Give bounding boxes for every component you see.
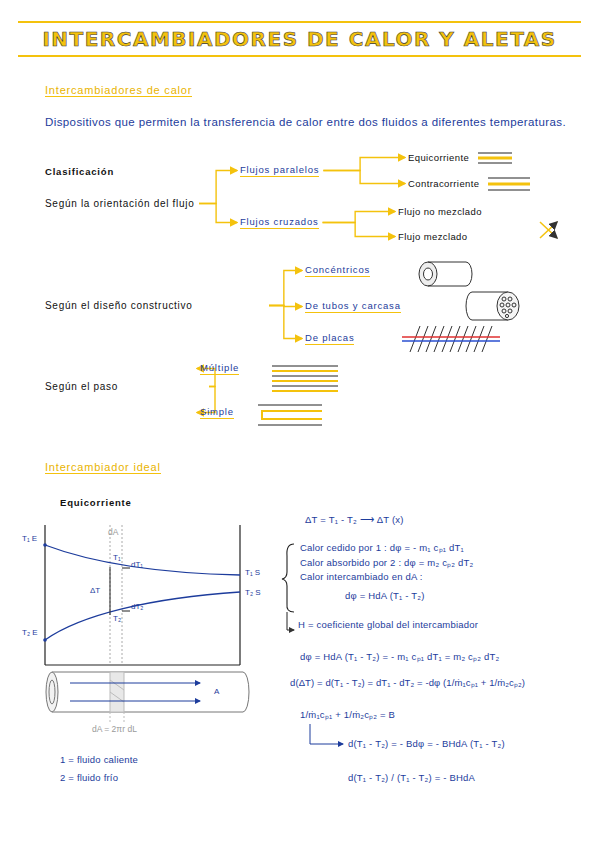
brace xyxy=(282,544,294,612)
counter-flow-icon xyxy=(488,178,530,190)
single-pass-icon xyxy=(258,405,322,425)
graph-label: T₂ S xyxy=(245,588,261,597)
equation: Calor absorbido por 2 : dφ = m₂ cₚ₂ dT₂ xyxy=(300,556,473,569)
title-rule xyxy=(18,21,581,23)
tree-node: Simple xyxy=(200,406,234,419)
node-text: Flujo no mezclado xyxy=(398,206,482,217)
graph-label: T₁ E xyxy=(22,534,37,543)
equation: dφ = HdA (T₁ - T₂) xyxy=(345,590,425,601)
tree-connector xyxy=(269,306,302,339)
definition-text: Dispositivos que permiten la transferenc… xyxy=(45,113,575,131)
equation: 1/ṁ₁cₚ₁ + 1/ṁ₂cₚ₂ = B xyxy=(300,708,395,721)
equation: ΔT = T₁ - T₂ ⟶ ΔT (x) xyxy=(305,514,404,525)
equation: d(T₁ - T₂) = - Bdφ = - BHdA (T₁ - T₂) xyxy=(348,738,505,749)
plate-icon xyxy=(402,326,500,352)
tree-node: Flujos cruzados xyxy=(240,216,319,229)
tree-connector xyxy=(199,171,237,204)
node-text: Equicorriente xyxy=(408,152,469,163)
tree-node: Múltiple xyxy=(200,362,239,375)
node-text: Simple xyxy=(200,406,234,417)
page-title: INTERCAMBIADORES DE CALOR Y ALETAS xyxy=(0,27,599,51)
multi-pass-icon xyxy=(272,366,338,391)
legend-note: 1 = fluido caliente xyxy=(60,754,138,765)
tree-connector xyxy=(323,212,395,223)
graph-label: dA xyxy=(108,527,118,537)
node-text: Flujo mezclado xyxy=(398,231,468,242)
node-text: Según la orientación del flujo xyxy=(45,196,195,211)
tree-node: Flujo mezclado xyxy=(398,231,468,242)
shell-tube-icon xyxy=(466,292,519,320)
tree-node: Según el diseño constructivo xyxy=(45,298,265,313)
tree-connector xyxy=(323,223,395,237)
section-heading: Intercambiadores de calor xyxy=(45,84,192,97)
equation: Calor intercambiado en dA : xyxy=(300,571,423,582)
title-rule xyxy=(18,55,581,57)
node-text: Múltiple xyxy=(200,362,239,373)
tree-node: Según la orientación del flujo xyxy=(45,196,195,211)
graph-label: T₂ xyxy=(113,614,121,623)
graph-label: T₁ xyxy=(113,553,121,562)
temperature-graph xyxy=(43,525,240,665)
tree-connector xyxy=(269,271,302,306)
node-text: Flujos paralelos xyxy=(240,164,319,175)
graph-label: T₂ E xyxy=(22,628,38,637)
part-label: A xyxy=(214,687,219,696)
equation: dφ = HdA (T₁ - T₂) = - m₁ cₚ₁ dT₁ = m₂ c… xyxy=(300,650,499,663)
tree-connector xyxy=(323,171,405,184)
equation: Calor cedido por 1 : dφ = - m₁ cₚ₁ dT₁ xyxy=(300,541,464,554)
tree-node: Flujos paralelos xyxy=(240,164,319,177)
legend-note: 2 = fluido frío xyxy=(60,772,118,783)
graph-label: dT₁ xyxy=(131,560,143,569)
tree-node: Según el paso xyxy=(45,379,205,394)
equation: d(ΔT) = d(T₁ - T₂) = dT₁ - dT₂ = -dφ (1/… xyxy=(290,676,590,689)
concentric-tube-icon xyxy=(419,262,472,286)
definition-note: H = coeficiente global del intercambiado… xyxy=(298,619,478,630)
graph-label: ΔT xyxy=(90,586,100,595)
subheading: Clasificación xyxy=(45,166,114,177)
tree-node: Flujo no mezclado xyxy=(398,206,482,217)
parallel-flow-icon xyxy=(478,153,512,163)
graph-label: dT₂ xyxy=(131,602,143,611)
dimension-note: dA = 2πr dL xyxy=(92,724,137,734)
node-text: De placas xyxy=(305,332,354,343)
pipe-illustration xyxy=(46,672,249,722)
tree-node: Concéntricos xyxy=(305,264,370,277)
subheading: Equicorriente xyxy=(60,497,132,508)
equation: d(T₁ - T₂) / (T₁ - T₂) = - BHdA xyxy=(348,772,475,783)
node-text: Según el diseño constructivo xyxy=(45,298,265,313)
tree-node: Contracorriente xyxy=(408,178,479,189)
node-text: Concéntricos xyxy=(305,264,370,275)
tree-connector xyxy=(199,204,237,223)
leader-arrow xyxy=(287,612,294,630)
cross-flow-icon xyxy=(540,222,557,238)
node-text: Contracorriente xyxy=(408,178,479,189)
section-heading: Intercambiador ideal xyxy=(45,461,161,474)
node-text: Flujos cruzados xyxy=(240,216,319,227)
tree-node: De placas xyxy=(305,332,354,345)
node-text: De tubos y carcasa xyxy=(305,300,401,311)
node-text: Según el paso xyxy=(45,379,205,394)
leader-arrow xyxy=(310,724,343,744)
tree-node: Equicorriente xyxy=(408,152,469,163)
tree-node: De tubos y carcasa xyxy=(305,300,401,313)
graph-label: T₁ S xyxy=(245,568,260,577)
tree-connector xyxy=(323,158,405,171)
